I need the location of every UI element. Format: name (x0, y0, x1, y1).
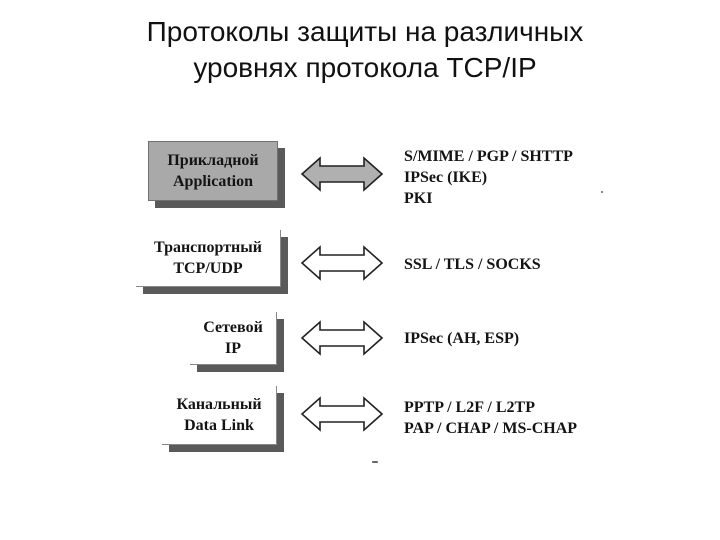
protocol-line: PPTP / L2F / L2TP (404, 399, 535, 416)
layer-name-en: TCP/UDP (173, 260, 243, 277)
layer-name-en: Application (172, 173, 253, 190)
protocol-list-transport: SSL / TLS / SOCKS (404, 254, 541, 275)
layer-name-ru: Сетевой (203, 319, 263, 336)
double-headed-arrow-icon (300, 320, 384, 356)
slide-title: Протоколы защиты на различных уровнях пр… (40, 14, 690, 86)
layer-name-en: IP (225, 340, 241, 357)
layer-name-en: Data Link (184, 417, 254, 434)
scan-speck (601, 191, 603, 193)
layer-box-network: Сетевой IP (190, 312, 277, 365)
layer-name-ru: Прикладной (167, 152, 259, 169)
protocol-line: SSL / TLS / SOCKS (404, 256, 541, 273)
double-headed-arrow-icon (300, 156, 384, 192)
layer-box-application: Прикладной Application (148, 141, 278, 201)
protocol-line: PKI (404, 190, 433, 207)
protocol-line: IPSec (AH, ESP) (404, 330, 520, 347)
layer-name-ru: Транспортный (154, 239, 262, 256)
protocol-line: IPSec (IKE) (404, 169, 488, 186)
protocol-line: S/MIME / PGP / SHTTP (404, 148, 573, 165)
protocol-list-network: IPSec (AH, ESP) (404, 328, 519, 349)
protocol-line: PAP / CHAP / MS-CHAP (404, 420, 578, 437)
slide-title-line-2: уровнях протокола TCP/IP (193, 52, 537, 83)
layer-box-transport: Транспортный TCP/UDP (136, 230, 281, 287)
layer-box-datalink: Канальный Data Link (162, 386, 277, 445)
scan-speck (372, 461, 378, 463)
protocol-list-datalink: PPTP / L2F / L2TP PAP / CHAP / MS-CHAP (404, 397, 577, 439)
slide-title-line-1: Протоколы защиты на различных (146, 16, 584, 47)
double-headed-arrow-icon (300, 396, 384, 432)
protocol-list-application: S/MIME / PGP / SHTTP IPSec (IKE) PKI (404, 146, 573, 209)
layer-name-ru: Канальный (176, 396, 262, 413)
double-headed-arrow-icon (300, 245, 384, 281)
